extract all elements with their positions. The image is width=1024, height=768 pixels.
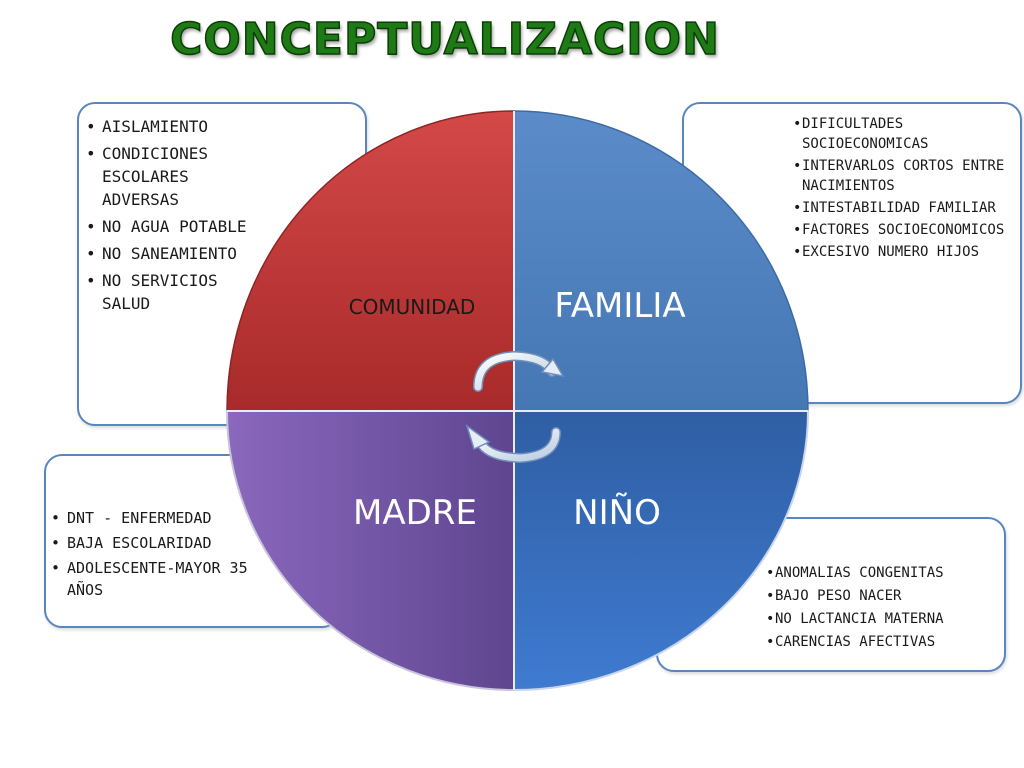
nino-list: ANOMALIAS CONGENITAS BAJO PESO NACER NO … xyxy=(766,562,998,654)
quadrant-nino xyxy=(513,410,810,692)
list-item: INTERVARLOS CORTOS ENTRE NACIMIENTOS xyxy=(793,156,1013,196)
quadrant-comunidad xyxy=(226,110,515,412)
list-item: BAJO PESO NACER xyxy=(766,585,998,608)
cycle-arrows-icon xyxy=(465,350,565,464)
list-item: BAJA ESCOLARIDAD xyxy=(51,532,271,554)
list-item: AISLAMIENTO xyxy=(86,115,256,138)
familia-list: DIFICULTADES SOCIOECONOMICAS INTERVARLOS… xyxy=(793,114,1013,264)
list-item: NO SANEAMIENTO xyxy=(86,242,256,265)
quadrant-familia xyxy=(513,110,809,412)
list-item: DIFICULTADES SOCIOECONOMICAS xyxy=(793,114,1013,154)
quadrant-madre xyxy=(225,410,515,692)
list-item: ADOLESCENTE-MAYOR 35 AÑOS xyxy=(51,557,271,601)
list-item: NO LACTANCIA MATERNA xyxy=(766,608,998,631)
page-title: CONCEPTUALIZACION xyxy=(169,13,720,66)
label-familia: FAMILIA xyxy=(554,286,685,326)
list-item: NO AGUA POTABLE xyxy=(86,215,256,238)
list-item: ANOMALIAS CONGENITAS xyxy=(766,562,998,585)
madre-list: DNT - ENFERMEDAD BAJA ESCOLARIDAD ADOLES… xyxy=(51,507,271,604)
list-item: FACTORES SOCIOECONOMICOS xyxy=(793,220,1013,240)
list-item: CARENCIAS AFECTIVAS xyxy=(766,631,998,654)
list-item: CONDICIONES ESCOLARES ADVERSAS xyxy=(86,142,256,211)
label-nino: NIÑO xyxy=(573,493,661,533)
label-comunidad: COMUNIDAD xyxy=(349,295,476,319)
comunidad-list: AISLAMIENTO CONDICIONES ESCOLARES ADVERS… xyxy=(86,115,256,319)
list-item: INTESTABILIDAD FAMILIAR xyxy=(793,198,1013,218)
list-item: EXCESIVO NUMERO HIJOS xyxy=(793,242,1013,262)
list-item: NO SERVICIOS SALUD xyxy=(86,269,256,315)
list-item: DNT - ENFERMEDAD xyxy=(51,507,271,529)
label-madre: MADRE xyxy=(353,493,477,533)
